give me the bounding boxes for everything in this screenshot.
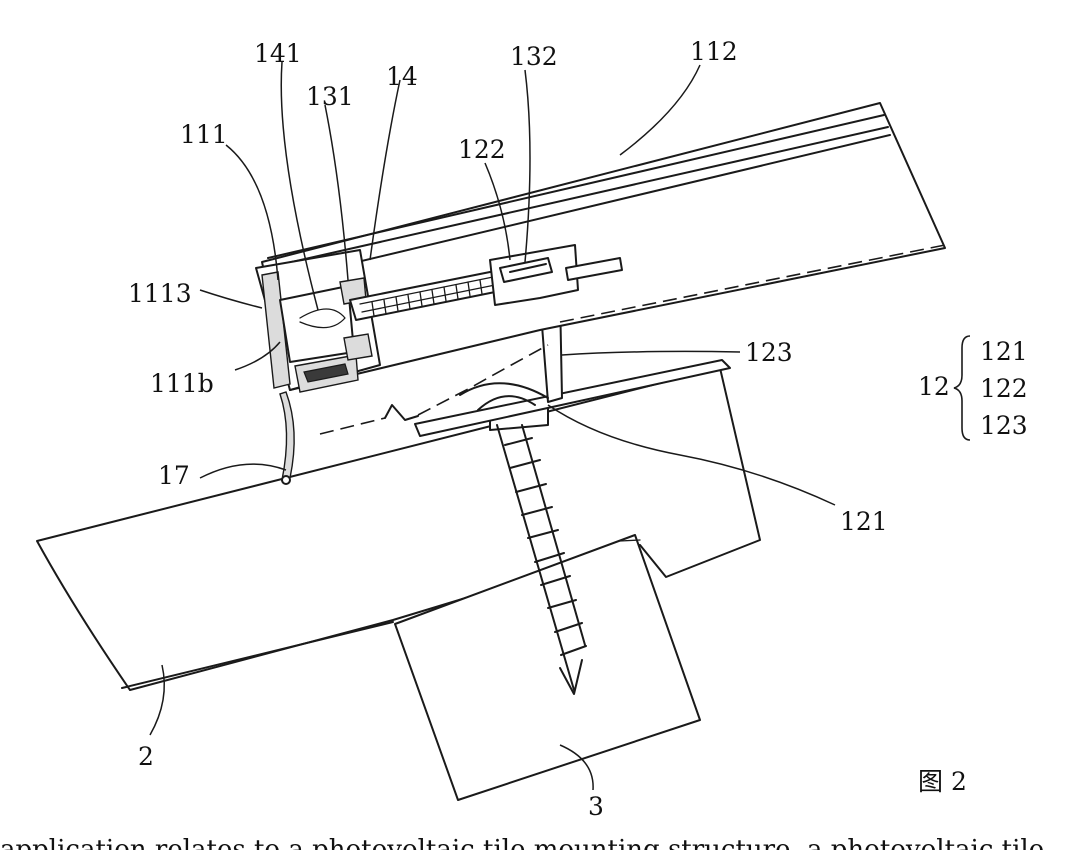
group-legend-item: 123 [980,411,1028,440]
label-3: 3 [588,792,604,821]
group-legend-item: 121 [980,337,1028,366]
label-17: 17 [158,461,190,490]
label-2: 2 [138,742,154,771]
label-111: 111 [180,120,228,149]
cropped-description-text: application relates to a photovoltaic ti… [0,822,1091,850]
label-112: 112 [690,37,738,66]
clamp-assembly [256,250,380,484]
label-141: 141 [254,39,302,68]
label-14: 14 [386,62,418,91]
label-121: 121 [840,507,888,536]
figure-caption: 图 2 [918,767,967,796]
group-legend-brace [954,336,970,440]
label-123: 123 [745,338,793,367]
group-legend-name: 12 [918,372,950,401]
label-132: 132 [510,42,558,71]
group-legend-12: 12 121 122 123 [918,336,1028,440]
label-122: 122 [458,135,506,164]
label-1113: 1113 [128,279,192,308]
group-legend-item: 122 [980,374,1028,403]
label-111b: 111b [150,369,214,398]
label-131: 131 [306,82,354,111]
